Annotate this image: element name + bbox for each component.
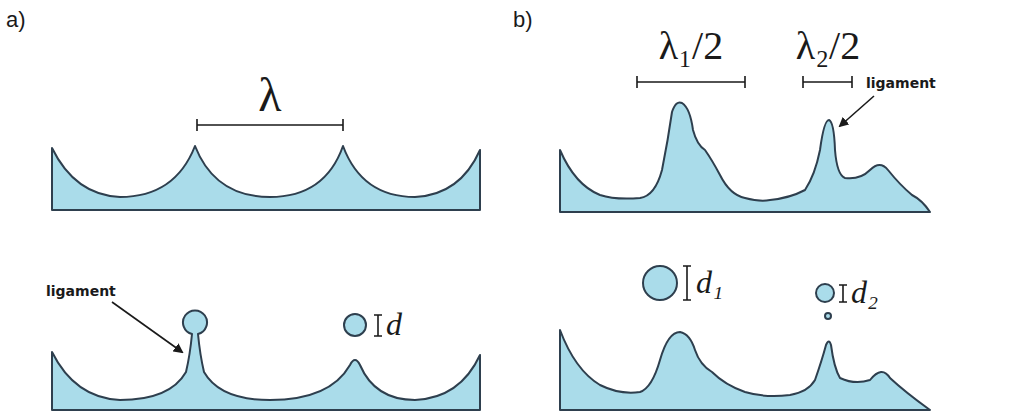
diameter-label: d₁ bbox=[696, 265, 723, 300]
pointer-arrow bbox=[840, 96, 874, 126]
droplet bbox=[643, 266, 677, 300]
pointer-arrow bbox=[112, 302, 182, 352]
dimension-bracket bbox=[637, 76, 745, 88]
liquid-surface bbox=[52, 146, 480, 210]
droplet bbox=[816, 284, 834, 302]
wavelength-label: λ₂/2 bbox=[796, 24, 860, 68]
size-marker bbox=[839, 285, 847, 302]
panel-letter: b) bbox=[513, 8, 533, 32]
droplet bbox=[825, 313, 831, 319]
dimension-bracket bbox=[803, 76, 852, 88]
callout-label: ligament bbox=[866, 76, 936, 91]
wavelength-label: λ₁/2 bbox=[659, 24, 723, 68]
callout-label: ligament bbox=[46, 284, 116, 299]
diameter-label: d bbox=[386, 307, 402, 342]
size-marker bbox=[683, 266, 691, 300]
liquid-surface bbox=[560, 330, 930, 410]
diameter-label: d₂ bbox=[851, 275, 878, 310]
wavelength-label: λ bbox=[258, 69, 281, 122]
liquid-surface bbox=[560, 102, 930, 212]
panel-letter: a) bbox=[6, 8, 26, 32]
droplet bbox=[344, 314, 366, 336]
size-marker bbox=[374, 315, 382, 336]
liquid-surface bbox=[52, 310, 480, 410]
dimension-bracket bbox=[197, 119, 343, 131]
